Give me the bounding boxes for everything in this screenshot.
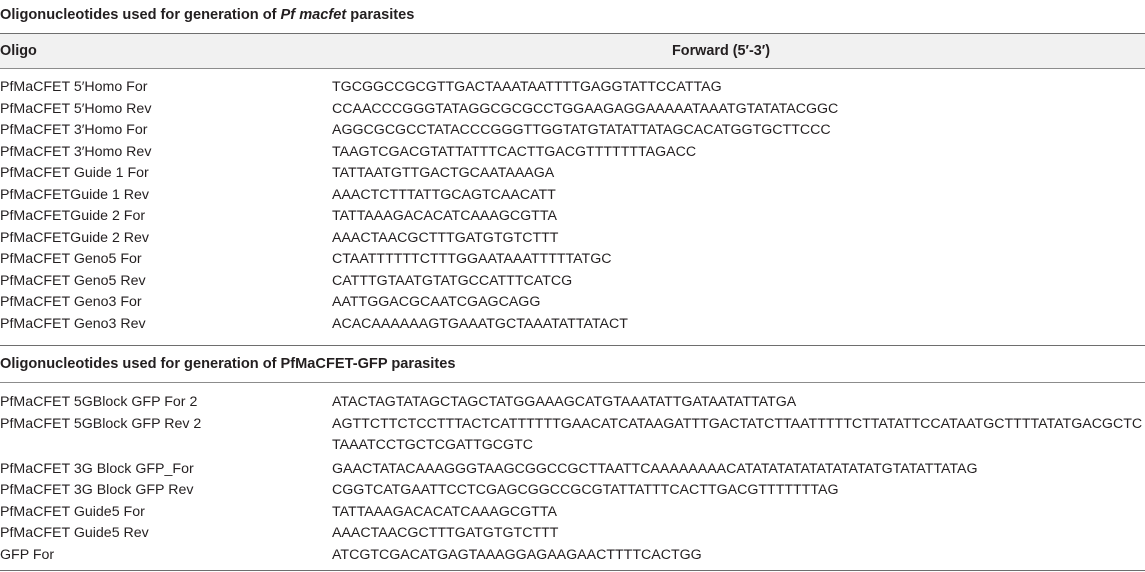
oligo-sequence: AAACTCTTTATTGCAGTCAACATT bbox=[332, 186, 556, 203]
section2-header-rule bbox=[0, 382, 1145, 383]
oligo-name: PfMaCFET Geno3 Rev bbox=[0, 315, 146, 332]
oligo-sequence: AATTGGACGCAATCGAGCAGG bbox=[332, 294, 541, 310]
oligo-name: PfMaCFET Guide5 Rev bbox=[0, 525, 149, 541]
oligo-name: PfMaCFETGuide 2 Rev bbox=[0, 229, 150, 246]
oligo-name: PfMaCFET Geno5 Rev bbox=[0, 272, 146, 289]
oligo-sequence: TATTAAAGACACATCAAAGCGTTA bbox=[332, 503, 557, 520]
oligo-name: GFP For bbox=[0, 546, 55, 563]
oligo-name: PfMaCFET Geno3 For bbox=[0, 294, 142, 310]
oligo-name: PfMaCFET Guide5 For bbox=[0, 503, 145, 520]
oligo-name: PfMaCFET 5′Homo Rev bbox=[0, 100, 152, 117]
column-header-forward: Forward (5′-3′) bbox=[672, 43, 771, 59]
oligo-sequence: ATACTAGTATAGCTAGCTATGGAAAGCATGTAAATATTGA… bbox=[332, 394, 797, 410]
oligo-name: PfMaCFET 3′Homo Rev bbox=[0, 143, 152, 160]
table-bottom-rule bbox=[0, 570, 1145, 571]
section2-title: Oligonucleotides used for generation of … bbox=[0, 356, 456, 372]
oligo-name: PfMaCFET 5GBlock GFP For 2 bbox=[0, 394, 198, 410]
oligo-sequence: AAACTAACGCTTTGATGTGTCTTT bbox=[332, 525, 559, 541]
oligo-sequence: AGTTCTTCTCCTTTACTCATTTTTTGAACATCATAAGATT… bbox=[332, 415, 1143, 454]
table-header bbox=[0, 34, 1145, 68]
oligo-sequence: AAACTAACGCTTTGATGTGTCTTT bbox=[332, 229, 559, 246]
header-bottom-rule bbox=[0, 68, 1145, 69]
oligo-sequence: ACACAAAAAAGTGAAATGCTAAATATTATACT bbox=[332, 315, 628, 332]
oligo-name: PfMaCFET 3G Block GFP Rev bbox=[0, 482, 194, 498]
oligo-name: PfMaCFETGuide 1 Rev bbox=[0, 186, 150, 203]
oligo-name: PfMaCFET 5′Homo For bbox=[0, 79, 148, 95]
oligo-name: PfMaCFET 5GBlock GFP Rev 2 bbox=[0, 415, 202, 432]
oligo-sequence: CTAATTTTTTCTTTGGAATAAATTTTTATGC bbox=[332, 251, 612, 267]
section1-title-prefix: Oligonucleotides used for generation of bbox=[0, 7, 281, 23]
column-header-oligo: Oligo bbox=[0, 43, 37, 59]
oligo-sequence: TATTAAAGACACATCAAAGCGTTA bbox=[332, 208, 557, 224]
oligo-sequence: AGGCGCGCCTATACCCGGGTTGGTATGTATATTATAGCAC… bbox=[332, 122, 831, 138]
oligo-sequence: TAAGTCGACGTATTATTTCACTTGACGTTTTTTTAGACC bbox=[332, 143, 697, 160]
section1-top-rule bbox=[0, 33, 1145, 34]
oligo-sequence: GAACTATACAAAGGGTAAGCGGCCGCTTAATTCAAAAAAA… bbox=[332, 460, 978, 477]
oligo-name: PfMaCFET 3G Block GFP_For bbox=[0, 460, 194, 477]
oligo-sequence: TATTAATGTTGACTGCAATAAAGA bbox=[332, 165, 555, 181]
oligo-name: PfMaCFET Geno5 For bbox=[0, 251, 142, 267]
oligo-sequence: ATCGTCGACATGAGTAAAGGAGAAGAACTTTTCACTGG bbox=[332, 546, 702, 563]
section2-top-rule bbox=[0, 345, 1145, 346]
oligo-sequence: CCAACCCGGGTATAGGCGCGCCTGGAAGAGGAAAAATAAA… bbox=[332, 100, 839, 117]
section1-title: Oligonucleotides used for generation of … bbox=[0, 8, 414, 23]
oligo-sequence: CATTTGTAATGTATGCCATTTCATCG bbox=[332, 272, 573, 289]
oligo-sequence: TGCGGCCGCGTTGACTAAATAATTTTGAGGTATTCCATTA… bbox=[332, 79, 722, 95]
section1-title-italic: Pf macfet bbox=[280, 7, 347, 23]
section1-title-suffix: parasites bbox=[346, 7, 415, 23]
oligo-sequence: CGGTCATGAATTCCTCGAGCGGCCGCGTATTATTTCACTT… bbox=[332, 482, 839, 498]
oligo-name: PfMaCFET Guide 1 For bbox=[0, 165, 149, 181]
oligo-name: PfMaCFETGuide 2 For bbox=[0, 208, 146, 224]
oligo-name: PfMaCFET 3′Homo For bbox=[0, 122, 148, 138]
